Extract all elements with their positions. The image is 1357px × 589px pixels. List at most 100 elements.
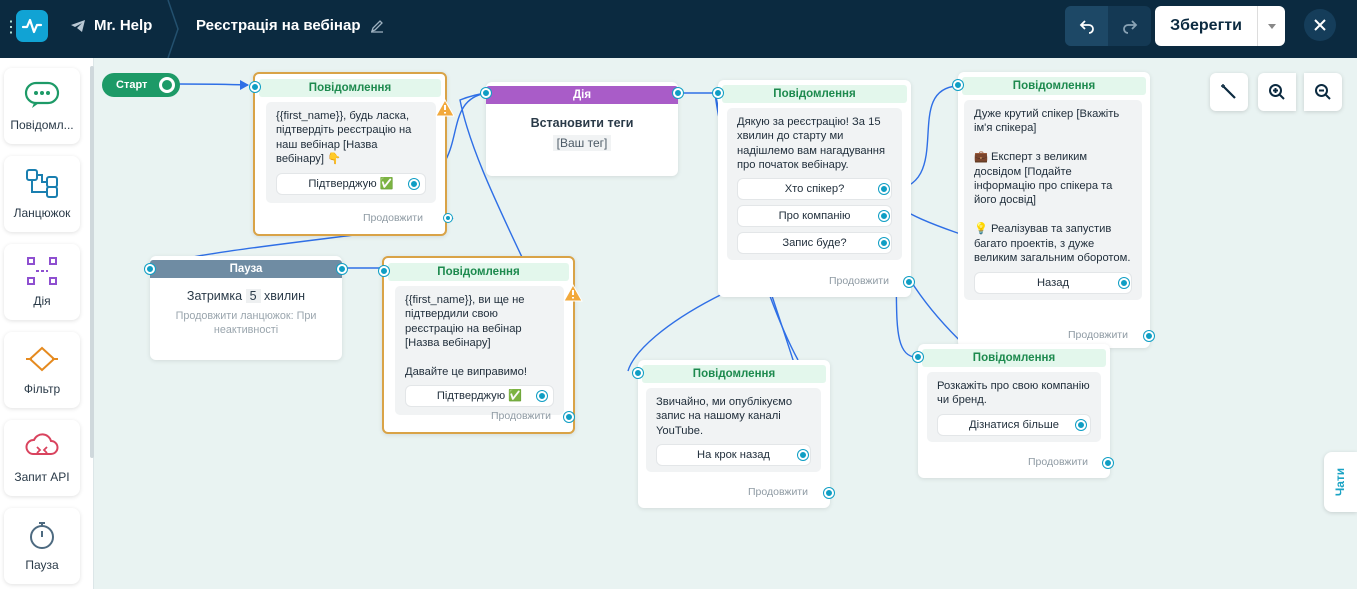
continue-output-port[interactable] [444,214,452,222]
edit-pencil-icon[interactable] [370,19,384,33]
auto-arrange-button[interactable] [1210,73,1248,111]
input-port[interactable] [481,88,491,98]
tag-chip: [Ваш тег] [552,135,612,151]
zoom-out-button[interactable] [1304,73,1342,111]
output-port[interactable] [337,264,347,274]
action-node[interactable]: Дія Встановити теги [Ваш тег] [481,82,683,176]
reply-button-label: На крок назад [697,449,770,462]
message-node-1[interactable]: Повідомлення {{first_name}}, будь ласка,… [250,72,452,236]
activity-logo-icon[interactable] [16,10,48,42]
palette-message[interactable]: Повідомл... [4,68,80,144]
palette-pause-label: Пауза [25,558,59,572]
palette-scrollbar[interactable] [90,66,94,458]
input-port[interactable] [145,264,155,274]
message-bubble: Звичайно, ми опублікуємо запис на нашому… [646,388,821,473]
continue-output-port[interactable] [824,488,834,498]
start-label: Старт [116,79,148,91]
continue-output-port[interactable] [1144,331,1154,341]
start-node[interactable]: Старт [102,73,180,97]
input-port[interactable] [379,266,389,276]
message-node-3[interactable]: Повідомлення Дякую за реєстрацію! За 15 … [713,80,914,297]
redo-button[interactable] [1108,6,1151,46]
zoom-out-icon [1315,84,1331,100]
input-port[interactable] [713,88,723,98]
continue-label: Продовжити [748,486,808,498]
reply-button-label: Запис буде? [782,236,847,249]
palette-action[interactable]: Дія [4,244,80,320]
input-port[interactable] [913,352,923,362]
flow-title-text: Реєстрація на вебінар [196,17,361,34]
save-split-button: Зберегти [1155,6,1285,46]
close-icon [1314,19,1326,31]
palette-chain[interactable]: Ланцюжок [4,156,80,232]
continue-output-port[interactable] [564,412,574,422]
continue-label: Продовжити [829,275,889,287]
bot-name: Mr. Help [94,17,153,34]
pause-node-header: Пауза [150,260,342,278]
reply-button[interactable]: Підтверджую ✅ [405,385,554,408]
continue-output-port[interactable] [1103,458,1113,468]
message-node-2[interactable]: Повідомлення {{first_name}}, ви ще не пі… [379,256,575,434]
palette-action-label: Дія [33,294,51,308]
undo-button[interactable] [1065,6,1108,46]
continue-output-port[interactable] [904,277,914,287]
button-output-port[interactable] [1119,278,1129,289]
button-output-port[interactable] [879,183,889,194]
warning-icon [435,99,455,117]
continue-label: Продовжити [1028,456,1088,468]
input-port[interactable] [250,82,260,92]
bot-selector[interactable]: Mr. Help [70,17,152,34]
undo-icon [1079,20,1094,34]
message-node-6[interactable]: Повідомлення Розкажіть про свою компанію… [913,344,1113,478]
message-text: Дуже крутий спікер [Вкажіть ім'я спікера… [974,108,1131,265]
continue-label: Продовжити [491,410,551,422]
filter-icon [26,346,58,372]
message-node-header: Повідомлення [259,79,441,97]
pause-node[interactable]: Пауза Затримка 5 хвилин Продовжити ланцю… [145,256,347,360]
input-port[interactable] [633,368,643,378]
message-node-4[interactable]: Повідомлення Звичайно, ми опублікуємо за… [633,360,834,508]
reply-button[interactable]: Запис буде? [737,231,892,254]
reply-button[interactable]: Назад [974,272,1132,295]
zoom-in-icon [1269,84,1285,100]
palette-filter[interactable]: Фільтр [4,332,80,408]
message-node-header: Повідомлення [642,365,826,383]
flow-title[interactable]: Реєстрація на вебінар [196,17,384,34]
message-node-header: Повідомлення [922,349,1106,367]
input-port[interactable] [953,80,963,90]
reply-button-label: Хто спікер? [784,182,845,195]
button-output-port[interactable] [798,450,808,461]
palette-api-request[interactable]: Запит API [4,420,80,496]
app-menu-icon[interactable]: ⋮ [3,19,19,36]
stopwatch-icon [30,522,54,549]
reply-button[interactable]: Підтверджую ✅ [276,172,426,195]
button-output-port[interactable] [879,237,889,248]
redo-icon [1122,20,1137,34]
cloud-api-icon [25,433,59,455]
palette-pause[interactable]: Пауза [4,508,80,584]
reply-button[interactable]: Хто спікер? [737,177,892,200]
delay-unit: хвилин [264,289,306,303]
reply-button[interactable]: Дізнатися більше [937,413,1091,436]
message-text: Дякую за реєстрацію! За 15 хвилин до ста… [737,116,886,172]
button-output-port[interactable] [879,210,889,221]
reply-button[interactable]: На крок назад [656,444,811,467]
button-output-port[interactable] [537,391,547,402]
delay-value: 5 [245,289,261,303]
reply-button-label: Дізнатися більше [969,418,1059,431]
reply-button-label: Підтверджую ✅ [308,177,394,190]
message-text: {{first_name}}, будь ласка, підтвердіть … [276,110,412,166]
top-bar: ⋮ Mr. Help Реєстрація на вебінар Зберегт… [0,0,1357,58]
close-button[interactable] [1304,9,1336,41]
message-node-5[interactable]: Повідомлення Дуже крутий спікер [Вкажіть… [953,72,1154,348]
save-button[interactable]: Зберегти [1170,17,1242,34]
output-port[interactable] [673,88,683,98]
button-output-port[interactable] [1076,419,1086,430]
chevron-down-icon [1267,23,1276,29]
start-output-port[interactable] [159,77,175,93]
reply-button[interactable]: Про компанію [737,204,892,227]
chats-tab[interactable]: Чати [1324,452,1357,512]
button-output-port[interactable] [409,178,419,189]
save-options-button[interactable] [1257,6,1285,46]
zoom-in-button[interactable] [1258,73,1296,111]
